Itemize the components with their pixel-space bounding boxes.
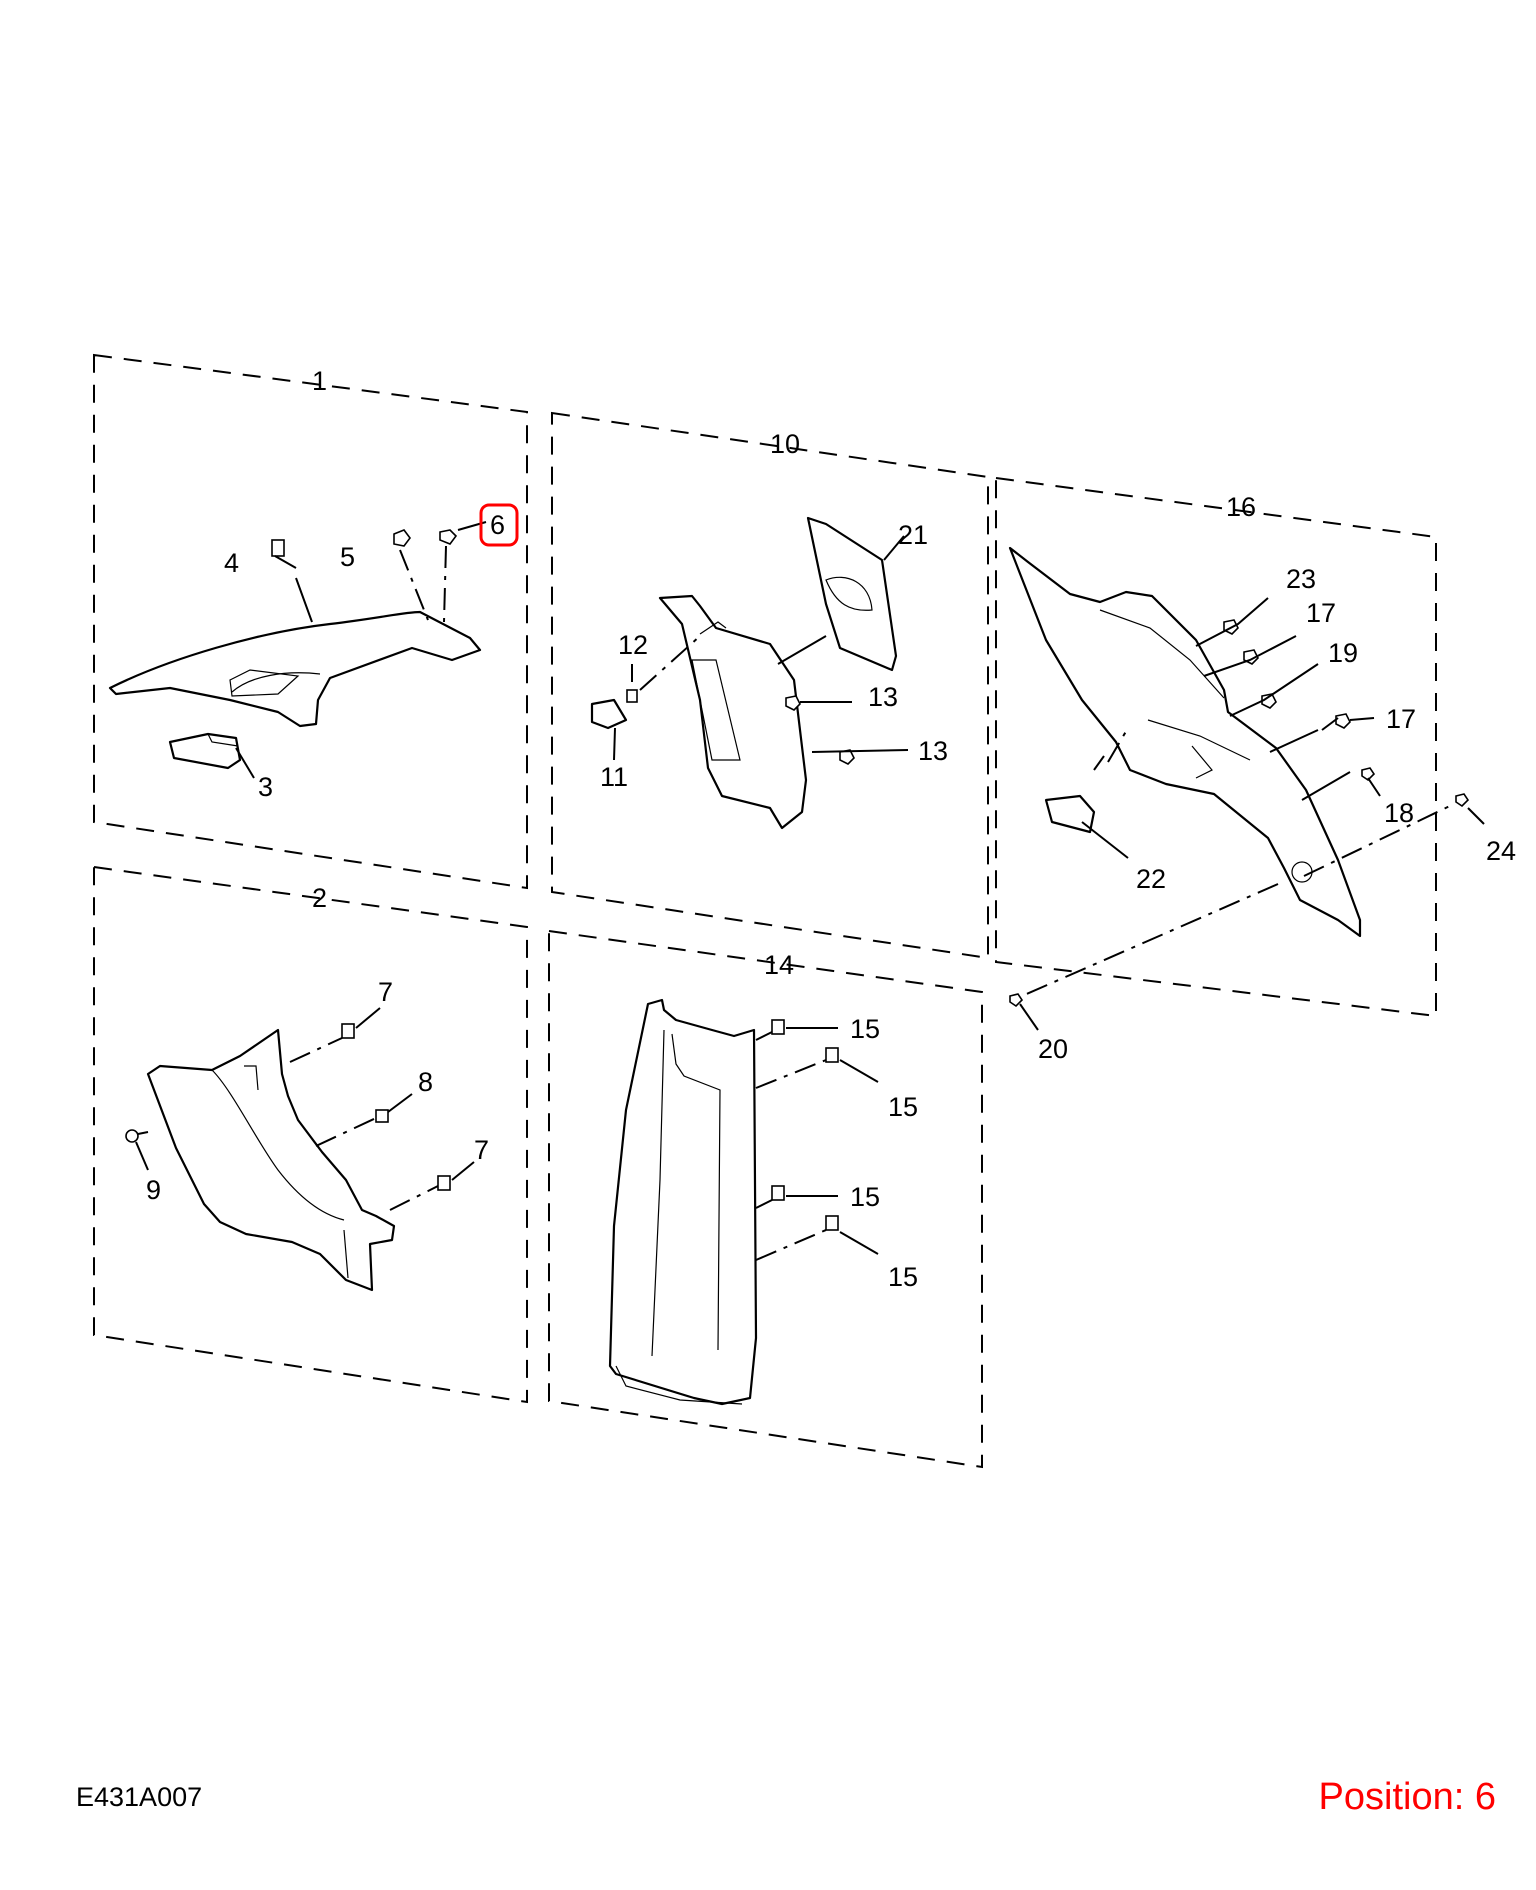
callout-21[interactable]: 21 xyxy=(898,520,928,550)
kick-panel-part xyxy=(125,1023,451,1292)
callout-1[interactable]: 1 xyxy=(312,366,327,396)
b-pillar-upper-trim-part xyxy=(590,516,898,830)
callout-15-d[interactable]: 15 xyxy=(888,1262,918,1292)
callout-6-highlight-ring xyxy=(479,503,519,547)
callout-7-upper[interactable]: 7 xyxy=(378,977,393,1007)
callout-22[interactable]: 22 xyxy=(1136,864,1166,894)
callout-13-lower[interactable]: 13 xyxy=(918,736,948,766)
callout-17-upper[interactable]: 17 xyxy=(1306,598,1336,628)
callout-23[interactable]: 23 xyxy=(1286,564,1316,594)
callout-3[interactable]: 3 xyxy=(258,772,273,802)
b-pillar-lower-trim-part xyxy=(608,998,839,1406)
callout-24[interactable]: 24 xyxy=(1486,836,1516,866)
callout-5[interactable]: 5 xyxy=(340,542,355,572)
group-box-1 xyxy=(93,353,528,890)
group-box-14 xyxy=(548,929,983,1469)
callout-19[interactable]: 19 xyxy=(1328,638,1358,668)
position-label: Position: 6 xyxy=(1318,1776,1496,1818)
callout-11[interactable]: 11 xyxy=(600,762,628,792)
a-pillar-trim-part xyxy=(108,529,482,770)
callout-18[interactable]: 18 xyxy=(1384,798,1414,828)
callout-12[interactable]: 12 xyxy=(618,630,648,660)
c-pillar-trim-part xyxy=(1008,546,1470,1008)
callout-9[interactable]: 9 xyxy=(146,1175,161,1205)
callout-15-a[interactable]: 15 xyxy=(850,1014,880,1044)
callout-15-c[interactable]: 15 xyxy=(850,1182,880,1212)
diagram-code: E431A007 xyxy=(76,1782,203,1812)
callout-16[interactable]: 16 xyxy=(1226,492,1256,522)
callout-7-lower[interactable]: 7 xyxy=(474,1135,489,1165)
callout-6[interactable]: 6 xyxy=(490,510,505,540)
callout-13-upper[interactable]: 13 xyxy=(868,682,898,712)
callout-2[interactable]: 2 xyxy=(312,883,327,913)
callout-8[interactable]: 8 xyxy=(418,1067,433,1097)
callout-10[interactable]: 10 xyxy=(770,429,800,459)
callout-20[interactable]: 20 xyxy=(1038,1034,1068,1064)
group-box-2 xyxy=(93,865,528,1404)
callout-17-lower[interactable]: 17 xyxy=(1386,704,1416,734)
callout-4[interactable]: 4 xyxy=(224,548,239,578)
callout-15-b[interactable]: 15 xyxy=(888,1092,918,1122)
callout-14[interactable]: 14 xyxy=(764,950,794,980)
